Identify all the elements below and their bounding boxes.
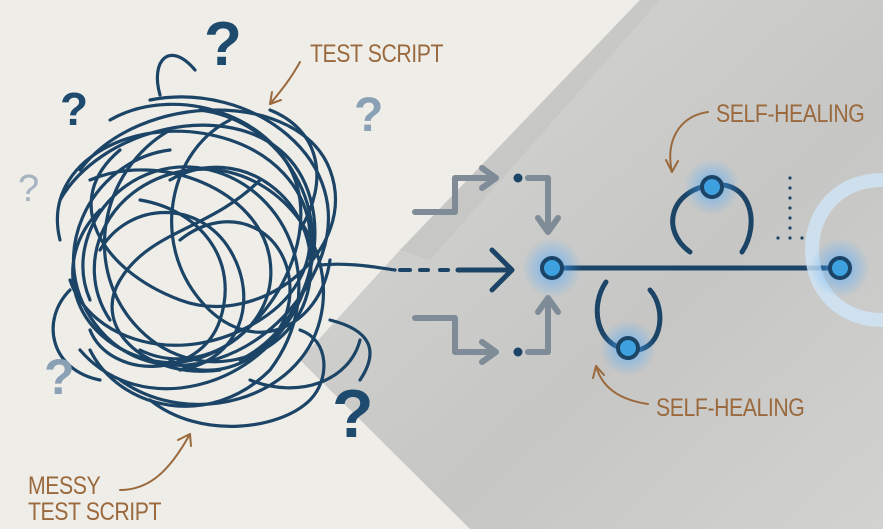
junction-dot-upper	[513, 173, 523, 183]
label-messy: MESSY	[28, 472, 101, 500]
label-test-script: TEST SCRIPT	[310, 40, 444, 68]
junction-dot-lower	[513, 347, 523, 357]
main-arrow	[455, 247, 515, 293]
right-panel-shadow	[400, 0, 660, 260]
upper-routing-arrow	[412, 165, 561, 235]
question-mark-3: ?	[354, 89, 384, 142]
label-messy-test-script: TEST SCRIPT	[28, 498, 162, 526]
question-mark-5: ?	[44, 349, 75, 405]
question-mark-1: ?	[204, 10, 242, 79]
node-upper-loop	[684, 159, 740, 215]
messy-tangle	[51, 53, 397, 428]
question-mark-6: ?	[332, 376, 374, 452]
lower-routing-arrow	[412, 295, 561, 365]
question-mark-4: ?	[18, 168, 40, 210]
label-pointers	[119, 61, 709, 491]
faded-ring	[804, 173, 883, 327]
question-mark-2: ?	[60, 83, 89, 135]
dotted-marks	[776, 176, 804, 240]
node-lower-loop	[600, 320, 656, 376]
label-self-healing-top: SELF-HEALING	[716, 100, 865, 128]
node-exit	[810, 238, 870, 298]
node-entry	[522, 238, 582, 298]
label-self-healing-bottom: SELF-HEALING	[656, 394, 805, 422]
right-panel-background	[300, 0, 883, 529]
